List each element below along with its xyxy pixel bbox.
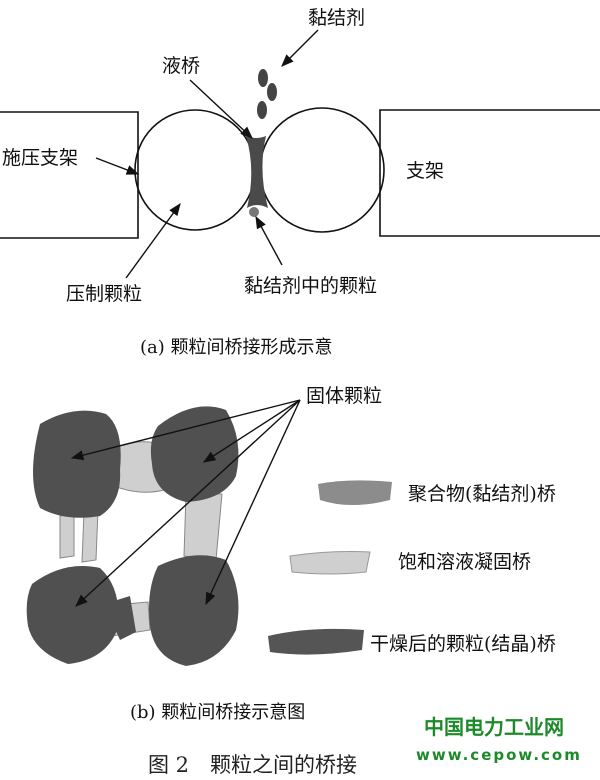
polymer-bridge-swatch: [318, 480, 392, 505]
solid-particle-arrow-1: [70, 399, 301, 461]
solid-particle-arrow-3: [75, 399, 301, 607]
liquid-bridge: [246, 136, 268, 208]
binder-label: 黏结剂: [308, 7, 365, 29]
watermark-url: www.cepow.com: [416, 746, 582, 764]
binder-droplet: [257, 101, 267, 119]
part-a-diagram: 黏结剂 液桥 施压支架 支架 压制颗粒 黏结剂中的颗粒 (a) 颗粒间桥接形成示…: [0, 7, 600, 358]
binder-droplet: [258, 69, 268, 87]
liquid-bridge-label: 液桥: [162, 55, 200, 77]
part-a-caption: (a) 颗粒间桥接形成示意: [140, 337, 333, 358]
solution-bridge-left: [59, 513, 75, 559]
crystal-bridge-label: 干燥后的颗粒(结晶)桥: [370, 633, 556, 655]
liquid-bridge-arrow: [189, 79, 253, 139]
binder-particle-dot: [249, 207, 259, 217]
solution-bridge-label: 饱和溶液凝固桥: [398, 551, 531, 573]
support-bracket: [379, 109, 600, 237]
left-pressed-particle: [134, 109, 256, 231]
binder-particle-label: 黏结剂中的颗粒: [244, 275, 377, 297]
part-b-caption: (b) 颗粒间桥接示意图: [130, 702, 305, 723]
polymer-bridge-label: 聚合物(黏结剂)桥: [408, 483, 556, 505]
binder-particle-arrow: [255, 215, 283, 266]
binder-droplet: [267, 83, 277, 101]
watermark: 中国电力工业网 www.cepow.com: [406, 710, 600, 774]
support-label: 支架: [406, 160, 444, 182]
part-b-diagram: 固体颗粒 聚合物(黏结剂)桥 饱和溶液凝固桥 干燥后的颗粒(结晶)桥 (b) 颗…: [26, 385, 556, 723]
watermark-title: 中国电力工业网: [424, 715, 564, 739]
solid-particle-bottom-right: [149, 555, 239, 666]
solid-particle-top-left: [33, 410, 121, 518]
pressed-particle-arrow: [125, 202, 181, 279]
pressure-support-arrow: [95, 157, 140, 175]
pressure-support-bracket: [0, 111, 139, 239]
crystal-bridge-swatch: [268, 628, 364, 655]
solution-bridge-right: [183, 493, 223, 561]
solid-particle-arrow-4: [205, 399, 301, 606]
figure-caption: 图 2 颗粒之间的桥接: [148, 753, 357, 777]
crystal-bridge-fragment: [104, 596, 136, 640]
solid-particle-label: 固体颗粒: [306, 385, 382, 407]
binder-arrow: [281, 29, 319, 67]
pressed-particle-label: 压制颗粒: [66, 283, 142, 305]
solution-bridge-swatch: [289, 551, 371, 575]
solution-bridge-left-2: [81, 509, 99, 563]
legend: 聚合物(黏结剂)桥 饱和溶液凝固桥 干燥后的颗粒(结晶)桥: [268, 480, 556, 655]
right-particle: [259, 107, 385, 233]
solid-particle-bottom-left: [26, 566, 119, 664]
pressure-support-label: 施压支架: [2, 147, 78, 169]
solid-particle-arrow-2: [202, 399, 301, 463]
solid-particle-top-right: [150, 406, 239, 502]
